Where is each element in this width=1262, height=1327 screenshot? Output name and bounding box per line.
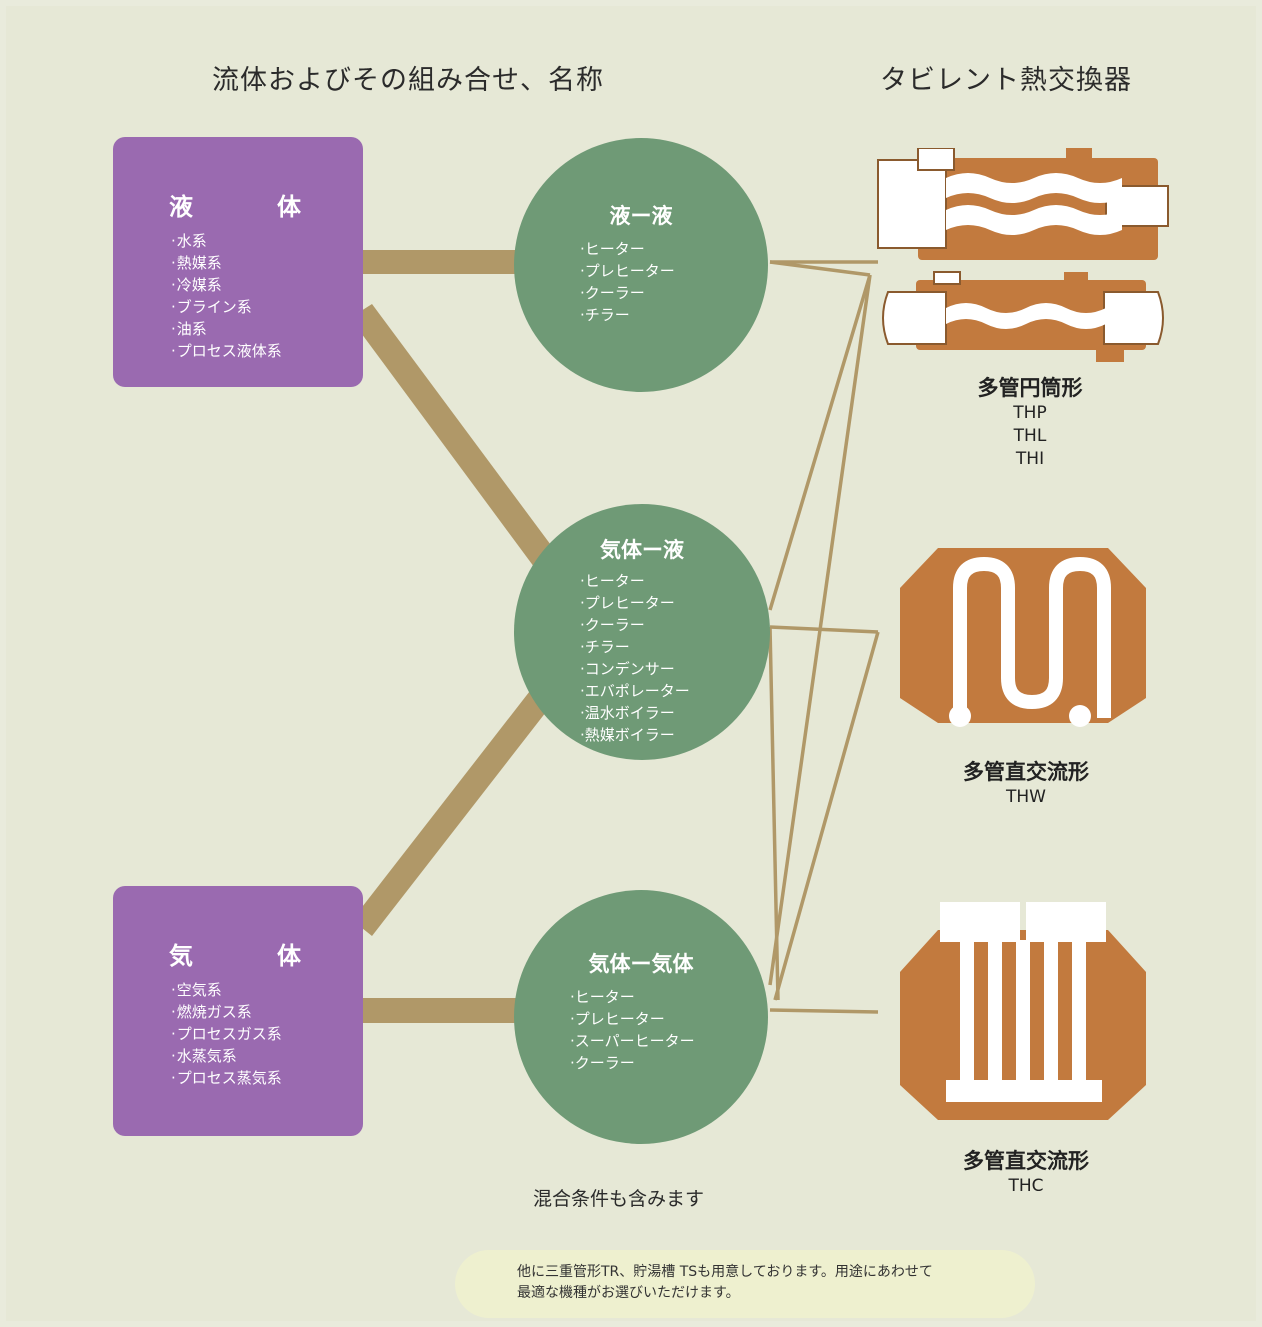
fluid-item: 空気系 <box>171 979 363 1001</box>
fluid-title: 液 体 <box>169 193 331 221</box>
fluid-title: 気 体 <box>169 942 331 970</box>
combination-item: クーラー <box>570 1052 768 1074</box>
line-thw-to-gg <box>773 631 880 1001</box>
fluid-item: 水蒸気系 <box>171 1045 363 1067</box>
line-gl-to-gg <box>768 626 780 1001</box>
exchanger-model: THL <box>1013 426 1047 446</box>
fluid-box-gas: 気 体 空気系 燃焼ガス系 プロセスガス系 水蒸気系 プロセス蒸気系 <box>113 886 363 1136</box>
fluid-item-list: 空気系 燃焼ガス系 プロセスガス系 水蒸気系 プロセス蒸気系 <box>113 979 363 1089</box>
fluid-item: プロセス液体系 <box>171 340 363 362</box>
circle-liquid-liquid: 液ー液 ヒーター プレヒーター クーラー チラー <box>514 138 768 392</box>
band-liquid-to-gas-liquid <box>350 304 562 575</box>
fluid-item: 油系 <box>171 318 363 340</box>
circle-gas-liquid: 気体ー液 ヒーター プレヒーター クーラー チラー コンデンサー エバポレーター… <box>514 504 770 760</box>
line-gg-to-thc <box>769 1008 879 1014</box>
combination-title: 液ー液 <box>609 204 673 228</box>
fluid-item: プロセス蒸気系 <box>171 1067 363 1089</box>
heading-fluid-combinations: 流体およびその組み合せ、名称 <box>212 65 604 96</box>
fluid-item-list: 水系 熱媒系 冷媒系 ブライン系 油系 プロセス液体系 <box>113 230 363 362</box>
mixed-condition-note: 混合条件も含みます <box>533 1188 705 1210</box>
line-gl-to-thw <box>769 625 879 634</box>
combination-item: ヒーター <box>580 570 770 592</box>
exchanger-name: 多管直交流形 <box>963 1149 1089 1173</box>
combination-item: 温水ボイラー <box>580 702 770 724</box>
combination-item: チラー <box>580 636 770 658</box>
footer-line: 最適な機種がお選びいただけます。 <box>517 1285 740 1301</box>
combination-item: プレヒーター <box>580 260 768 282</box>
combination-item-list: ヒーター プレヒーター クーラー チラー コンデンサー エバポレーター 温水ボイ… <box>580 570 770 746</box>
footer-note-bubble: 他に三重管形TR、貯湯槽 TSも用意しております。用途にあわせて 最適な機種がお… <box>455 1250 1035 1318</box>
fluid-item: プロセスガス系 <box>171 1023 363 1045</box>
combination-item: 熱媒ボイラー <box>580 724 770 746</box>
fluid-box-liquid: 液 体 水系 熱媒系 冷媒系 ブライン系 油系 プロセス液体系 <box>113 137 363 387</box>
combination-item: ヒーター <box>580 238 768 260</box>
combination-item: エバポレーター <box>580 680 770 702</box>
combination-item-list: ヒーター プレヒーター クーラー チラー <box>580 238 768 326</box>
combination-item: プレヒーター <box>580 592 770 614</box>
fluid-item: 燃焼ガス系 <box>171 1001 363 1023</box>
combination-item: クーラー <box>580 614 770 636</box>
band-liquid-to-liquid-liquid <box>360 250 530 274</box>
combination-title: 気体ー気体 <box>588 952 694 976</box>
exchanger-name: 多管円筒形 <box>977 376 1083 400</box>
exchanger-model: THP <box>1013 403 1047 423</box>
combination-title: 気体ー液 <box>600 538 684 562</box>
exchanger-label-thw: 多管直交流形 THW <box>916 756 1136 809</box>
fluid-item: 水系 <box>171 230 363 252</box>
exchanger-name: 多管直交流形 <box>963 760 1089 784</box>
circle-gas-gas: 気体ー気体 ヒーター プレヒーター スーパーヒーター クーラー <box>514 890 768 1144</box>
band-gas-to-gas-liquid <box>352 678 560 936</box>
crossflow-exchanger-thw-illustration <box>900 548 1146 727</box>
combination-item: プレヒーター <box>570 1008 768 1030</box>
combination-item: チラー <box>580 304 768 326</box>
combination-item: コンデンサー <box>580 658 770 680</box>
combination-item-list: ヒーター プレヒーター スーパーヒーター クーラー <box>570 986 768 1074</box>
exchanger-label-thc: 多管直交流形 THC <box>916 1145 1136 1198</box>
combination-item: クーラー <box>580 282 768 304</box>
line-tube-to-gl <box>768 274 872 611</box>
fluid-item: ブライン系 <box>171 296 363 318</box>
combination-item: スーパーヒーター <box>570 1030 768 1052</box>
band-gas-to-gas-gas <box>360 998 530 1023</box>
fluid-item: 熱媒系 <box>171 252 363 274</box>
combination-item: ヒーター <box>570 986 768 1008</box>
line-ll-to-gg <box>769 260 871 277</box>
fluid-item: 冷媒系 <box>171 274 363 296</box>
exchanger-model: THI <box>1015 449 1045 469</box>
exchanger-label-shell-tube: 多管円筒形 THP THL THI <box>920 372 1140 471</box>
crossflow-exchanger-thc-illustration <box>900 902 1146 1120</box>
footer-line: 他に三重管形TR、貯湯槽 TSも用意しております。用途にあわせて <box>517 1264 933 1280</box>
shell-and-tube-exchanger-illustration <box>877 148 1169 362</box>
exchanger-model: THW <box>1006 787 1046 807</box>
exchanger-model: THC <box>1008 1176 1044 1196</box>
heading-tabirent-exchangers: タビレント熱交換器 <box>880 65 1132 96</box>
